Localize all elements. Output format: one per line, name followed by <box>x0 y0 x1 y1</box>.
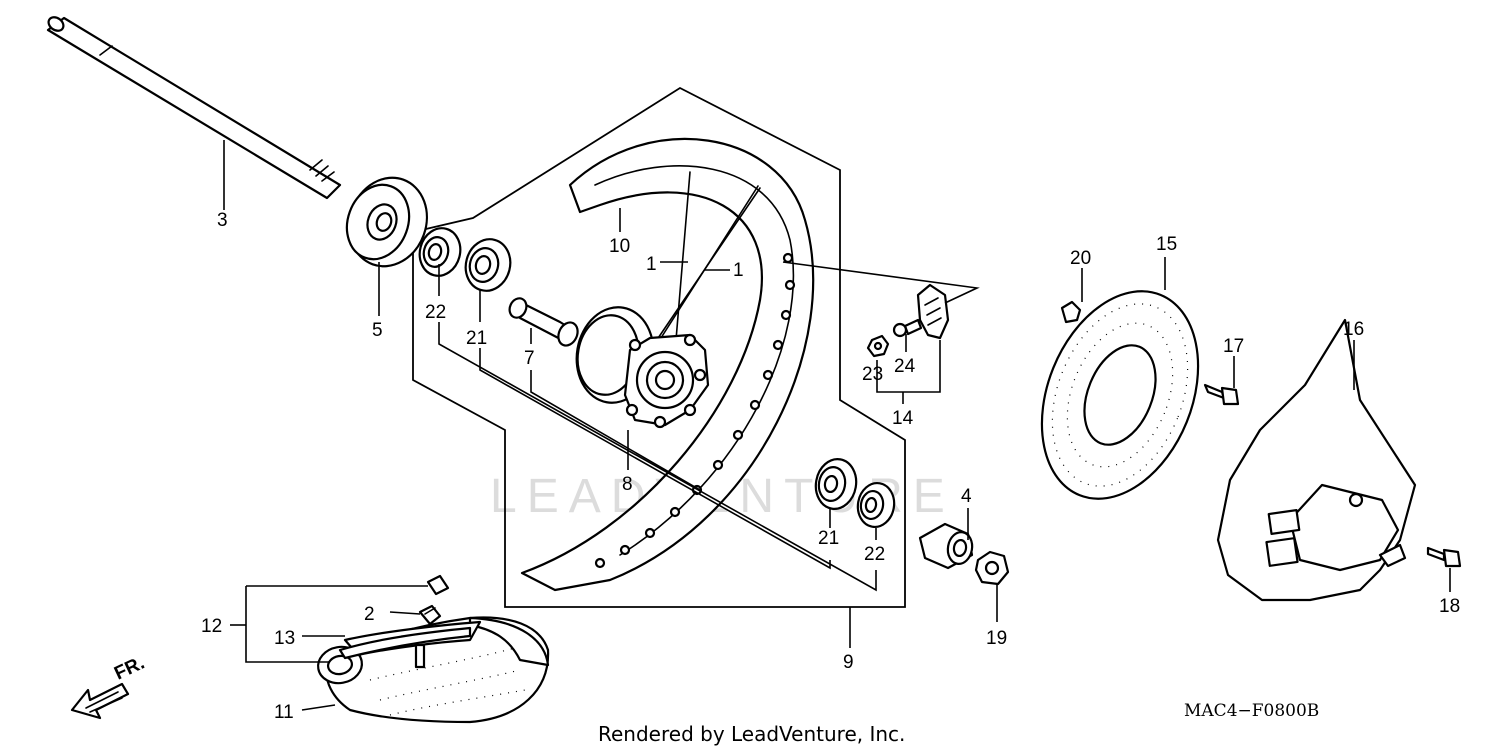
callout-16[interactable]: 16 <box>1343 319 1364 340</box>
valve-cap[interactable] <box>426 574 450 596</box>
spokes[interactable] <box>649 171 761 353</box>
callout-5[interactable]: 5 <box>372 320 383 341</box>
valve-nut[interactable] <box>418 604 442 626</box>
diagram-code: MAC4−F0800B <box>1184 701 1319 721</box>
front-axle[interactable] <box>46 14 342 200</box>
callout-20[interactable]: 20 <box>1070 248 1091 269</box>
leader-lines <box>223 140 1451 711</box>
callout-1a[interactable]: 1 <box>646 254 657 275</box>
callout-18[interactable]: 18 <box>1439 596 1460 617</box>
callouts: 3 5 22 21 7 10 1 1 8 21 22 9 4 19 23 24 … <box>201 210 1460 723</box>
wheel-assembly-frame <box>412 86 906 608</box>
callout-23[interactable]: 23 <box>862 364 883 385</box>
callout-10[interactable]: 10 <box>609 236 630 257</box>
callout-13[interactable]: 13 <box>274 628 295 649</box>
side-collar[interactable] <box>337 167 439 278</box>
rim-lock[interactable] <box>916 283 950 340</box>
cover-bolt-17[interactable] <box>1203 383 1240 406</box>
dust-seal-right[interactable] <box>854 480 897 530</box>
rim-lock-screw[interactable] <box>892 318 923 338</box>
callout-14[interactable]: 14 <box>892 408 914 429</box>
callout-24[interactable]: 24 <box>894 356 916 377</box>
disk-bolt[interactable] <box>1060 300 1082 324</box>
rim[interactable] <box>520 137 815 592</box>
callout-7[interactable]: 7 <box>524 348 535 369</box>
callout-22-right[interactable]: 22 <box>864 544 885 565</box>
callout-1b[interactable]: 1 <box>733 260 744 281</box>
cover-bolt-18[interactable] <box>1426 546 1462 568</box>
callout-11[interactable]: 11 <box>274 702 294 723</box>
credit-line: Rendered by LeadVenture, Inc. <box>598 722 905 746</box>
direction-label: FR. <box>111 653 148 685</box>
callout-9[interactable]: 9 <box>843 652 854 673</box>
callout-19[interactable]: 19 <box>986 628 1007 649</box>
callout-2[interactable]: 2 <box>364 604 375 625</box>
rim-band[interactable] <box>338 626 472 660</box>
right-side-collar[interactable] <box>918 522 975 570</box>
brake-disk[interactable] <box>1013 268 1227 522</box>
callout-12[interactable]: 12 <box>201 616 222 637</box>
callout-4[interactable]: 4 <box>961 486 972 507</box>
callout-22-left[interactable]: 22 <box>425 302 446 323</box>
axle-nut[interactable] <box>974 550 1010 586</box>
bearing-right[interactable] <box>812 456 860 512</box>
dust-seal-left[interactable] <box>414 224 465 281</box>
rim-lock-nut[interactable] <box>866 334 890 358</box>
callout-21-left[interactable]: 21 <box>466 328 487 349</box>
front-hub[interactable] <box>569 301 710 429</box>
front-direction-arrow: FR. <box>70 653 148 720</box>
callout-8[interactable]: 8 <box>622 474 633 495</box>
disk-cover[interactable] <box>1216 318 1417 602</box>
rim-spoke-holes <box>594 252 796 569</box>
callout-21-right[interactable]: 21 <box>818 528 839 549</box>
callout-15[interactable]: 15 <box>1156 234 1177 255</box>
valve-stem[interactable] <box>414 643 426 669</box>
callout-3[interactable]: 3 <box>217 210 228 231</box>
bearing-left[interactable] <box>460 234 516 296</box>
distance-collar[interactable] <box>507 296 582 349</box>
callout-17[interactable]: 17 <box>1223 336 1244 357</box>
